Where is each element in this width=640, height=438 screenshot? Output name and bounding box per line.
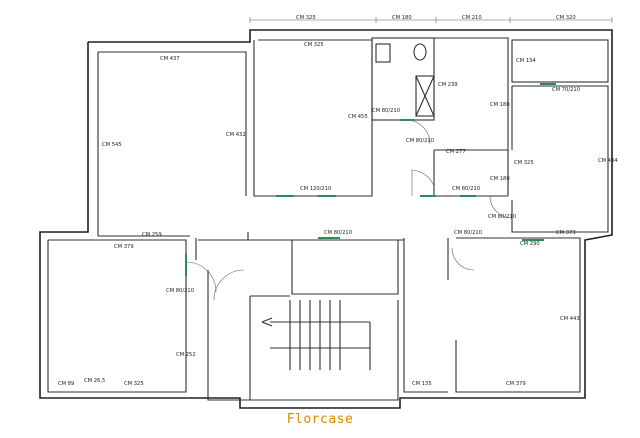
label-room1-432: CM 432 <box>226 132 246 138</box>
label-left-379: CM 379 <box>114 244 134 250</box>
label-bot-135: CM 135 <box>412 381 432 387</box>
label-mid-door: CM 80/210 <box>324 230 352 236</box>
label-room1-545: CM 545 <box>102 142 122 148</box>
label-room2-door: CM 120/210 <box>300 186 331 192</box>
label-room3-434: CM 434 <box>598 158 618 164</box>
top-dimension-lines <box>249 17 613 23</box>
label-left-252: CM 252 <box>176 352 196 358</box>
label-top-320: CM 320 <box>556 15 576 21</box>
dimension-labels: CM 325 CM 180 CM 210 CM 320 CM 437 CM 54… <box>58 15 618 387</box>
label-door-4: CM 80/210 <box>488 214 516 220</box>
label-bot-89: CM 89 <box>58 381 74 387</box>
label-right-443: CM 443 <box>560 316 580 322</box>
label-door-3: CM 80/210 <box>452 186 480 192</box>
label-top-180: CM 180 <box>392 15 412 21</box>
label-room3-70: CM 70/210 <box>552 87 580 93</box>
label-room1-437: CM 437 <box>160 56 180 62</box>
label-small-180: CM 180 <box>490 176 510 182</box>
label-bath-239: CM 239 <box>438 82 458 88</box>
label-bot-26: CM 26,5 <box>84 378 105 384</box>
windows <box>185 83 556 276</box>
label-door-5: CM 80/210 <box>454 230 482 236</box>
exterior-walls <box>39 29 613 409</box>
label-bot-379: CM 379 <box>506 381 526 387</box>
label-top-325: CM 325 <box>296 15 316 21</box>
label-room2-455: CM 455 <box>348 114 368 120</box>
label-room3-325: CM 325 <box>514 160 534 166</box>
label-left-door: CM 80/210 <box>166 288 194 294</box>
label-room3-134: CM 134 <box>516 58 536 64</box>
label-right-290: CM 290 <box>520 241 540 247</box>
label-top-210: CM 210 <box>462 15 482 21</box>
interior-walls <box>47 37 609 401</box>
label-right-373: CM 373 <box>556 230 576 236</box>
label-bot-325: CM 325 <box>124 381 144 387</box>
label-room2-325: CM 325 <box>304 42 324 48</box>
plan-title: Florcase <box>286 412 354 427</box>
label-hall-277: CM 277 <box>446 149 466 155</box>
door-swings <box>185 119 513 301</box>
label-door-1: CM 80/210 <box>372 108 400 114</box>
label-bath-180: CM 180 <box>490 102 510 108</box>
label-left-259: CM 259 <box>142 232 162 238</box>
label-door-2: CM 80/210 <box>406 138 434 144</box>
